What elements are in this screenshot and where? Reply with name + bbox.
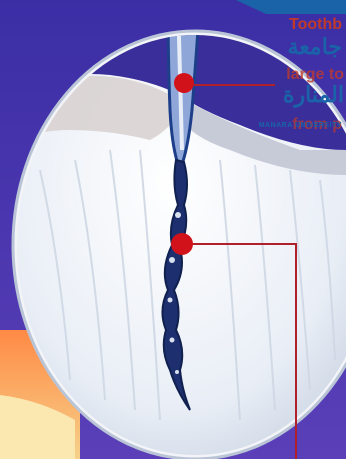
lower-marker <box>171 233 193 255</box>
arabic-name-line-2: المنارة <box>283 82 344 108</box>
university-name-latin: MANARA UNIVERSITY <box>259 122 342 129</box>
arabic-name-line-1: جامعة <box>288 34 343 60</box>
watermark: Toothb جامعة large to المنارة from p MAN… <box>226 0 346 140</box>
caption-line-1: Toothb <box>289 16 342 34</box>
upper-marker <box>174 73 194 93</box>
